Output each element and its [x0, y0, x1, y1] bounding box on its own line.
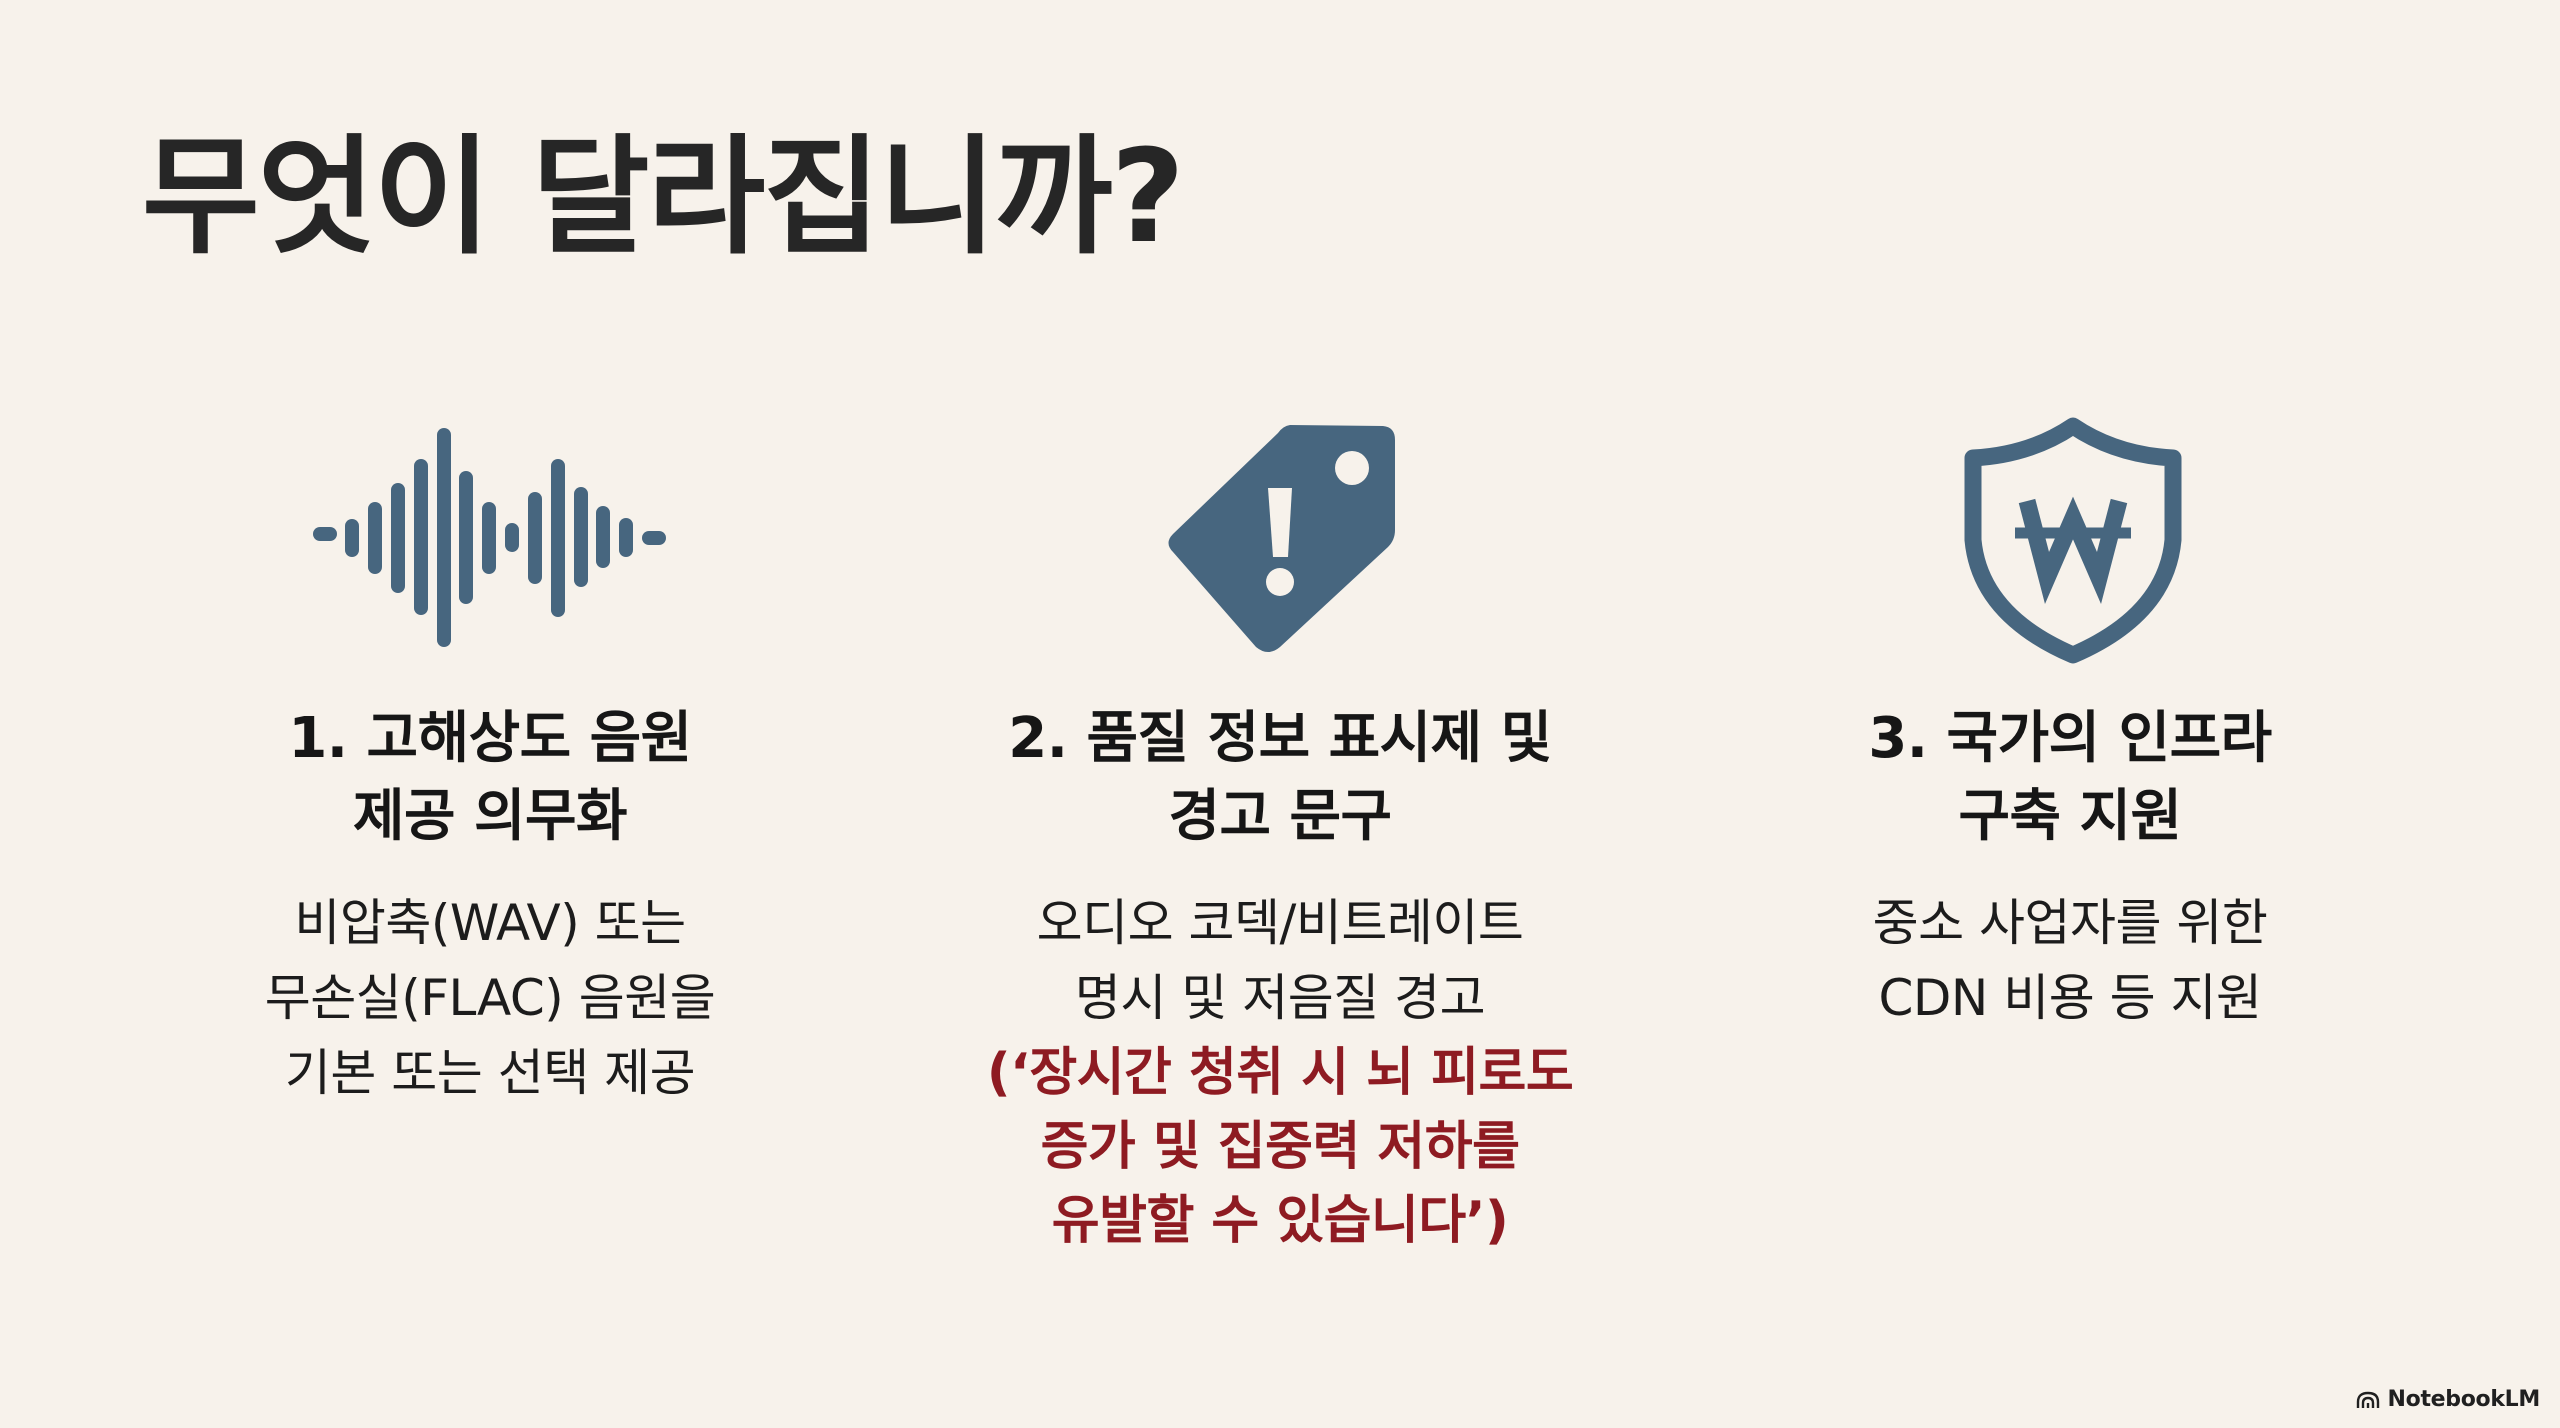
feature-description: 중소 사업자를 위한 CDN 비용 등 지원	[1690, 886, 2450, 1036]
sound-waveform-icon	[313, 428, 666, 647]
description-line: 중소 사업자를 위한	[1872, 894, 2268, 952]
heading-line: 3. 국가의 인프라	[1868, 706, 2272, 771]
description-line: CDN 비용 등 지원	[1878, 969, 2263, 1027]
feature-heading: 1. 고해상도 음원 제공 의무화	[110, 700, 870, 856]
feature-heading: 3. 국가의 인프라 구축 지원	[1690, 700, 2450, 856]
health-warning-text: (‘장시간 청취 시 뇌 피로도 증가 및 집중력 저하를 유발할 수 있습니다…	[900, 1036, 1660, 1258]
heading-line: 제공 의무화	[352, 784, 628, 849]
warning-line: 증가 및 집중력 저하를	[1040, 1117, 1520, 1177]
feature-heading: 2. 품질 정보 표시제 및 경고 문구	[900, 700, 1660, 856]
feature-description: 비압축(WAV) 또는 무손실(FLAC) 음원을 기본 또는 선택 제공	[110, 886, 870, 1111]
feature-column-quality-label: 2. 품질 정보 표시제 및 경고 문구 오디오 코덱/비트레이트 명시 및 저…	[900, 400, 1660, 1258]
feature-column-infrastructure-support: 3. 국가의 인프라 구축 지원 중소 사업자를 위한 CDN 비용 등 지원	[1690, 400, 2450, 1036]
warning-line: (‘장시간 청취 시 뇌 피로도	[986, 1043, 1574, 1103]
notebooklm-logo-icon	[2356, 1391, 2379, 1408]
won-shield-icon	[1964, 417, 2182, 664]
description-line: 무손실(FLAC) 음원을	[264, 969, 716, 1027]
description-line: 오디오 코덱/비트레이트	[1036, 894, 1524, 952]
icon-container	[110, 400, 870, 700]
description-line: 기본 또는 선택 제공	[284, 1044, 696, 1102]
icon-container	[900, 400, 1660, 700]
feature-description: 오디오 코덱/비트레이트 명시 및 저음질 경고	[900, 886, 1660, 1036]
heading-line: 2. 품질 정보 표시제 및	[1008, 706, 1552, 771]
warning-line: 유발할 수 있습니다’)	[1051, 1191, 1509, 1251]
heading-line: 1. 고해상도 음원	[288, 706, 692, 771]
heading-line: 구축 지원	[1958, 784, 2182, 849]
heading-line: 경고 문구	[1168, 784, 1392, 849]
feature-column-high-res-audio: 1. 고해상도 음원 제공 의무화 비압축(WAV) 또는 무손실(FLAC) …	[110, 400, 870, 1111]
description-line: 명시 및 저음질 경고	[1074, 969, 1486, 1027]
notebooklm-watermark: NotebookLM	[2356, 1387, 2540, 1412]
slide-title: 무엇이 달라집니까?	[142, 123, 1185, 272]
description-line: 비압축(WAV) 또는	[294, 894, 686, 952]
warning-price-tag-icon	[1168, 425, 1395, 652]
brand-label: NotebookLM	[2387, 1387, 2541, 1412]
icon-container	[1690, 400, 2450, 700]
